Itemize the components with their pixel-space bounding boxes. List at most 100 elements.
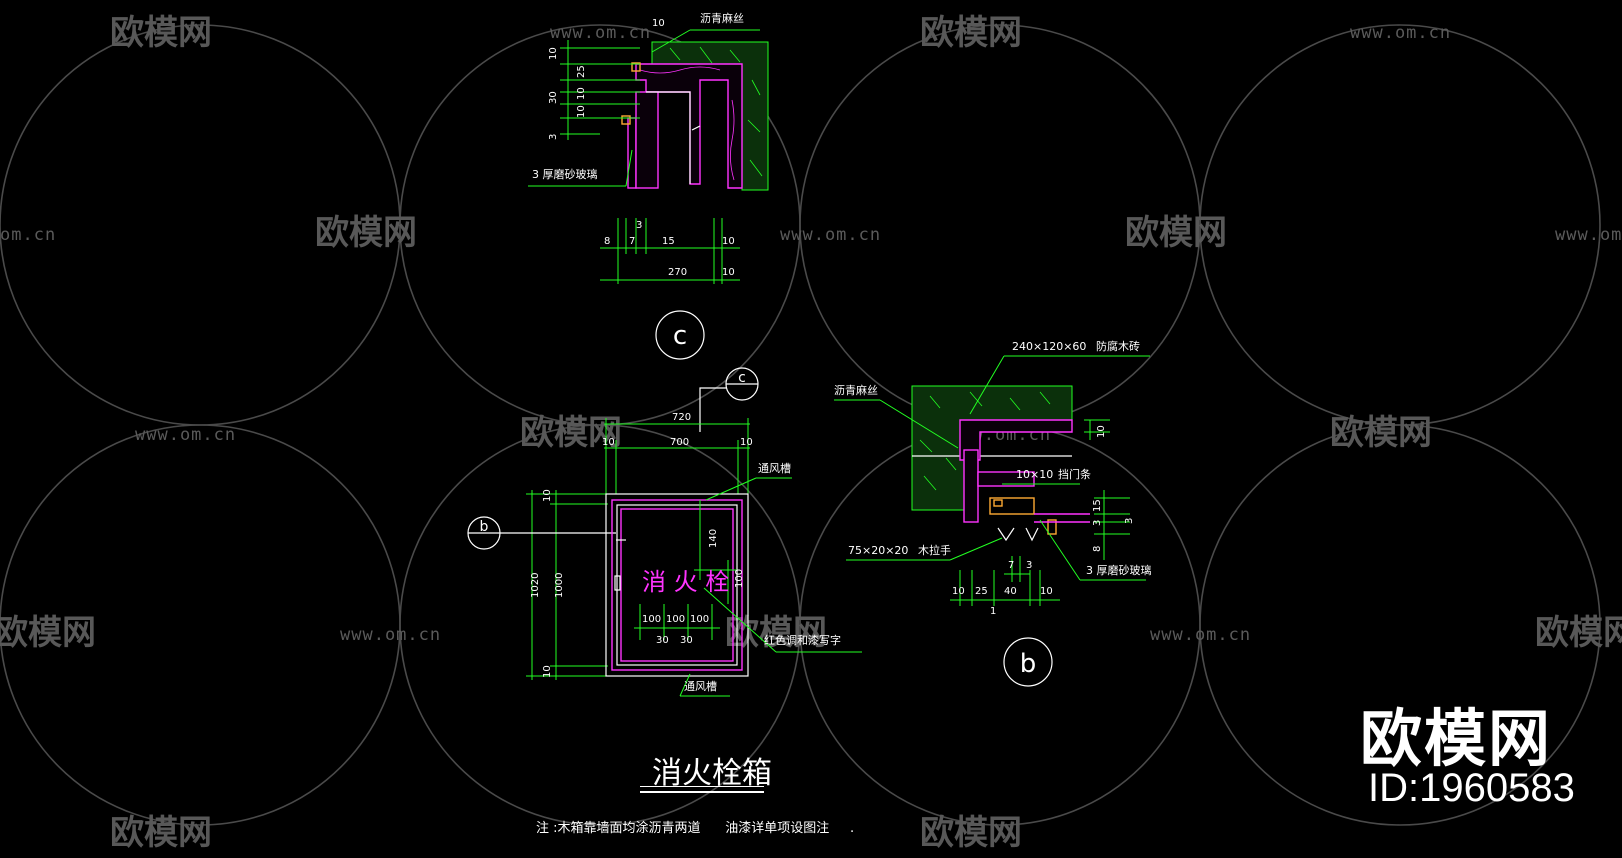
watermark-url: www.om.cn (135, 425, 236, 445)
detail-c-stop (621, 115, 631, 125)
detail-c-dim: 10 (652, 18, 665, 29)
elevation-dim: 1000 (554, 573, 565, 598)
elevation-box-text: 消 火 栓 (642, 568, 729, 596)
watermark-logo: 欧模网 (920, 13, 1022, 53)
detail-b-dim: 40 (1004, 586, 1017, 597)
title-underline (640, 786, 764, 787)
elevation-dim: 100 (666, 614, 685, 625)
elevation-dims-left (526, 490, 608, 680)
detail-c-leader (625, 149, 633, 187)
elevation-leader (705, 477, 757, 501)
detail-c-dim: 270 (668, 267, 687, 278)
detail-c: 10 25 10 30 10 3 10 沥青麻丝 3 厚磨砂玻璃 8 3 7 1… (528, 11, 769, 360)
detail-b-wood-post (963, 449, 979, 523)
elevation: c 720 10 700 10 10 1020 1000 10 b (467, 367, 862, 697)
watermark-url: www.om.cn (1555, 225, 1622, 245)
detail-b-leader (949, 537, 1003, 561)
detail-b-stop-small (993, 499, 1003, 507)
watermark-url: www.om.cn (780, 225, 881, 245)
detail-c-leader (651, 29, 691, 53)
elevation-section-b-marker: b (480, 519, 489, 535)
elevation-dim: 10 (740, 437, 753, 448)
detail-b-label-handle-size: 75×20×20 (848, 544, 908, 557)
detail-b-marker-circle (1003, 637, 1053, 687)
detail-c-dim: 25 (576, 65, 587, 78)
detail-b-dim: 3 (1092, 520, 1103, 526)
detail-c-dim: 15 (662, 236, 675, 247)
detail-b-marker: b (1020, 649, 1037, 679)
detail-c-wood-grain (639, 66, 735, 181)
elevation-dim: 140 (708, 529, 719, 548)
detail-c-stop-top (631, 62, 641, 72)
watermark-url: www.om.cn (1350, 23, 1451, 43)
detail-b-label-stop-size: 10×10 (1016, 468, 1053, 481)
elevation-dim: 100 (690, 614, 709, 625)
detail-c-outline (646, 91, 691, 184)
detail-c-dim: 10 (576, 105, 587, 118)
detail-c-break (691, 125, 701, 131)
detail-b-dim: 10 (1040, 586, 1053, 597)
detail-c-dim: 10 (548, 47, 559, 60)
elevation-section-c-marker: c (738, 370, 746, 386)
elevation-dim: 30 (680, 635, 693, 646)
detail-b-leader (1039, 519, 1081, 581)
watermark-logo: 欧模网 (315, 213, 417, 253)
detail-b-dim: 7 (1008, 560, 1014, 571)
detail-b-leader (969, 355, 1005, 415)
watermark-logo: 欧模网 (1330, 413, 1432, 453)
watermark-url: om.cn (0, 225, 56, 245)
detail-b-handle-2 (1025, 527, 1039, 542)
drawing-note: 注 :木箱靠墙面均涂沥青两道 油漆详单项设图注 . (536, 821, 855, 836)
detail-b-wall (911, 385, 1073, 511)
elevation-box-frame (611, 499, 743, 671)
detail-b-wood-brick (959, 419, 1073, 461)
watermark-logo: 欧模网 (920, 813, 1022, 853)
elevation-dim: 1020 (530, 573, 541, 598)
elevation-dim: 30 (656, 635, 669, 646)
brand-logo: 欧模网 (1360, 702, 1553, 775)
detail-b-dims-bottom (950, 556, 1060, 606)
title-underline (640, 791, 764, 793)
detail-b-label-handle: 木拉手 (918, 543, 951, 557)
detail-b-leader (879, 399, 959, 449)
elevation-dims-inner (634, 500, 740, 640)
detail-c-dim: 3 (636, 220, 642, 231)
detail-c-dim: 7 (629, 236, 635, 247)
elevation-dim: 10 (542, 665, 553, 678)
detail-b-dim: 3 (1124, 518, 1135, 524)
detail-c-dim: 8 (604, 236, 610, 247)
elevation-handle (614, 575, 621, 591)
watermark-url: www.om.cn (1150, 625, 1251, 645)
elevation-dim: 100 (642, 614, 661, 625)
detail-c-dims-bottom (600, 218, 740, 284)
detail-b-label-glass: 3 厚磨砂玻璃 (1086, 563, 1152, 577)
detail-c-dim: 30 (548, 91, 559, 104)
elevation-label-vent-top: 通风槽 (758, 462, 791, 475)
watermark-circles (0, 24, 1601, 826)
watermark-logo: 欧模网 (110, 13, 212, 53)
elevation-dim: 10 (542, 489, 553, 502)
watermark-logo: 欧模网 (725, 613, 827, 653)
watermark-logo: 欧模网 (520, 413, 622, 453)
detail-b-label-brick-desc: 防腐木砖 (1096, 339, 1140, 353)
elevation-dim: 720 (672, 412, 691, 423)
brand-id: ID:1960583 (1368, 766, 1575, 810)
detail-c-label-glass: 3 厚磨砂玻璃 (532, 167, 598, 181)
detail-b-dim: 8 (1092, 546, 1103, 552)
detail-c-label-asphalt: 沥青麻丝 (700, 11, 744, 25)
drawing-title: 消火栓箱 (652, 756, 772, 791)
detail-c-marker: c (673, 321, 687, 351)
watermark-logos: 欧模网 欧模网 欧模网 欧模网 欧模网 欧模网 欧模网 欧模网 欧模网 欧模网 … (0, 13, 1622, 853)
detail-b-stop-right (1047, 519, 1057, 535)
watermark-logo: 欧模网 (1535, 613, 1622, 653)
watermark-logo: 欧模网 (1125, 213, 1227, 253)
elevation-label-vent-bottom: 通风槽 (684, 680, 717, 693)
detail-c-dim: 3 (548, 134, 559, 140)
detail-b-stop (989, 497, 1035, 515)
watermark-logo: 欧模网 (110, 813, 212, 853)
watermark-url: www.om.cn (550, 23, 651, 43)
detail-c-dim: 10 (722, 267, 735, 278)
watermark-logo: 欧模网 (0, 613, 96, 653)
elevation-dim: 700 (670, 437, 689, 448)
detail-c-dim: 10 (722, 236, 735, 247)
